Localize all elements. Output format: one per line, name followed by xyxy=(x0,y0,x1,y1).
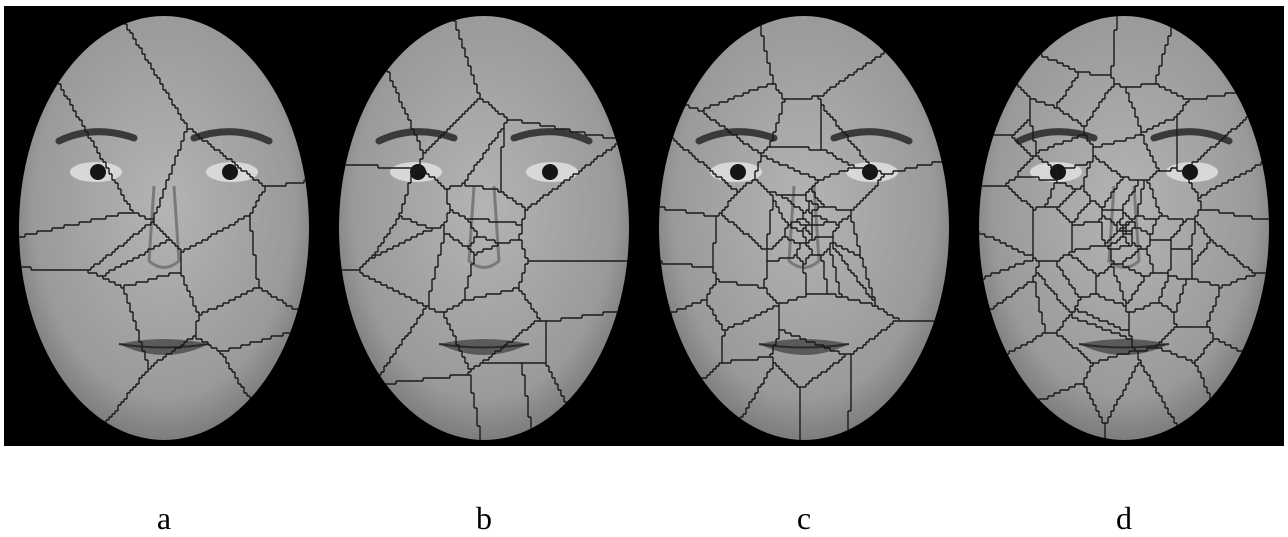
pupil-left xyxy=(1050,164,1066,180)
face-image-d xyxy=(964,6,1284,446)
face-image-a xyxy=(4,6,324,446)
face-image-b xyxy=(324,6,644,446)
caption-d: d xyxy=(964,500,1284,536)
panel-b xyxy=(324,6,644,446)
pupil-right xyxy=(862,164,878,180)
face-image-c xyxy=(644,6,964,446)
pupil-left xyxy=(730,164,746,180)
pupil-right xyxy=(1182,164,1198,180)
caption-c: c xyxy=(644,500,964,536)
pupil-right xyxy=(222,164,238,180)
pupil-left xyxy=(90,164,106,180)
figure-strip xyxy=(4,6,1284,446)
panel-c xyxy=(644,6,964,446)
pupil-left xyxy=(410,164,426,180)
panel-a xyxy=(4,6,324,446)
pupil-right xyxy=(542,164,558,180)
face-oval xyxy=(339,16,629,440)
panel-d xyxy=(964,6,1284,446)
caption-b: b xyxy=(324,500,644,536)
caption-a: a xyxy=(4,500,324,536)
